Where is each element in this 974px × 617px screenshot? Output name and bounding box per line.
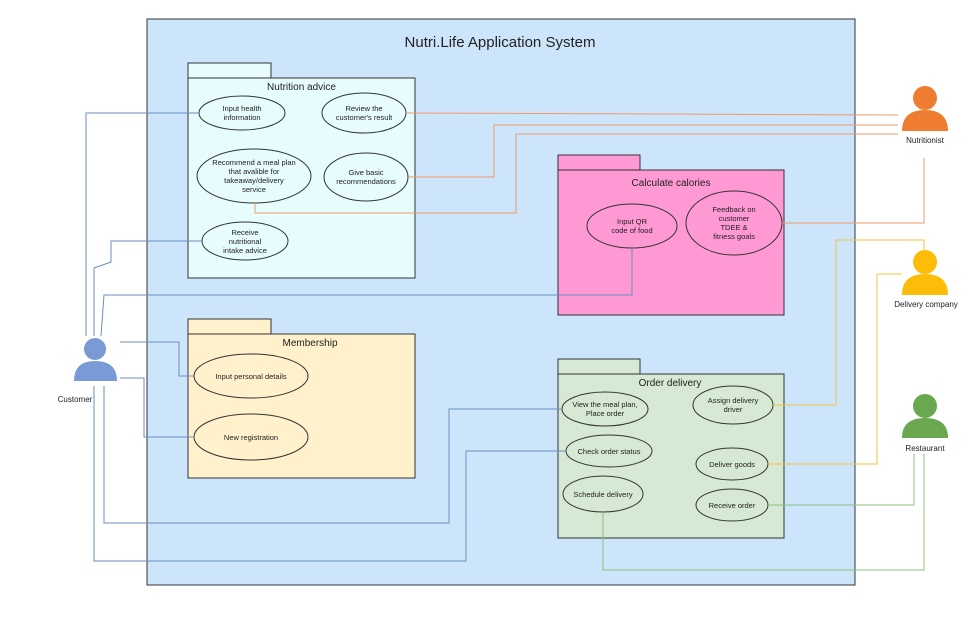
usecase-label-receive-advice: Receive nutritional intake advice	[223, 227, 267, 255]
usecase-label-registration: New registration	[223, 432, 279, 442]
actor-head-icon	[84, 338, 106, 360]
package-title-calories: Calculate calories	[631, 178, 711, 189]
usecase-label-review-result: Review the customer's result	[335, 104, 393, 122]
usecase-label-personal-details: Input personal details	[215, 371, 287, 381]
system-title: Nutri.Life Application System	[404, 34, 596, 51]
package-title-order: Order delivery	[638, 378, 702, 389]
usecase-label-check-status: Check order status	[577, 446, 641, 456]
usecase-label-schedule: Schedule delivery	[573, 489, 633, 499]
usecase-label-basic-recs: Give basic recommendations	[336, 168, 396, 186]
actor-label-customer: Customer	[57, 395, 93, 404]
actor-label-restaurant: Restaurant	[905, 444, 945, 453]
package-calculate-calories	[557, 154, 785, 316]
usecase-label-view-meal: View the meal plan, Place order	[572, 400, 638, 418]
actor-head-icon	[913, 86, 937, 110]
package-order-delivery	[557, 358, 785, 539]
actor-body-icon	[74, 361, 117, 381]
actor-nutritionist	[902, 86, 948, 131]
actor-restaurant	[902, 394, 948, 438]
actor-delivery-company	[902, 250, 948, 295]
actor-head-icon	[913, 250, 937, 274]
package-title-membership: Membership	[282, 338, 338, 349]
actor-head-icon	[913, 394, 937, 418]
delivery-connectors	[768, 239, 925, 465]
usecase-label-input-qr: Input QR code of food	[611, 217, 653, 235]
package-nutrition-advice	[187, 62, 416, 279]
restaurant-connectors	[602, 454, 925, 571]
actor-customer	[74, 338, 117, 381]
actor-label-delivery: Delivery company	[894, 300, 958, 309]
actor-body-icon	[902, 418, 948, 438]
usecase-label-input-health: Input health information	[222, 104, 262, 122]
customer-connectors	[85, 112, 633, 562]
usecase-label-feedback: Feedback on customer TDEE & fitness goal…	[712, 205, 756, 241]
usecase-label-deliver-goods: Deliver goods	[709, 459, 755, 469]
actor-body-icon	[902, 110, 948, 131]
usecase-label-receive-order: Receive order	[708, 500, 756, 510]
actor-label-nutritionist: Nutritionist	[906, 136, 944, 145]
usecase-label-assign-driver: Assign delivery driver	[707, 396, 759, 414]
package-membership	[187, 318, 416, 479]
usecase-label-recommend-meal: Recommend a meal plan that avalible for …	[212, 158, 296, 194]
usecase-recommend-meal	[196, 148, 312, 204]
actor-body-icon	[902, 274, 948, 295]
nutritionist-connectors	[254, 112, 925, 224]
package-title-nutrition: Nutrition advice	[267, 82, 336, 93]
